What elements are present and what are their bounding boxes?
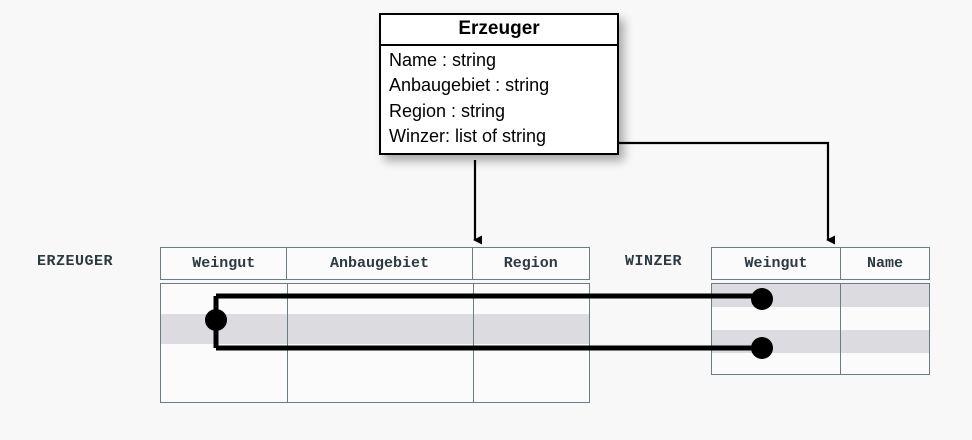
column-header-region: Region xyxy=(503,255,558,272)
column-header-weingut: Weingut xyxy=(712,248,841,279)
table-cell xyxy=(841,330,929,353)
table-header-erzeuger: Weingut Anbaugebiet Region xyxy=(160,247,590,280)
table-cell xyxy=(288,344,474,374)
table-row xyxy=(712,330,929,353)
table-row xyxy=(712,307,929,330)
table-cell xyxy=(712,284,841,307)
table-body-winzer xyxy=(711,283,930,375)
table-label-winzer: WINZER xyxy=(625,253,683,270)
table-cell xyxy=(841,284,929,307)
table-cell xyxy=(712,307,841,330)
table-cell xyxy=(712,330,841,353)
table-cell xyxy=(474,344,589,374)
table-cell xyxy=(288,314,474,344)
table-cell xyxy=(712,353,841,374)
uml-class-box-erzeuger: Erzeuger Name : string Anbaugebiet : str… xyxy=(379,13,619,156)
column-header-anbaugebiet: Anbaugebiet xyxy=(287,248,473,279)
table-cell xyxy=(474,374,589,402)
table-row xyxy=(712,284,929,307)
arrow-winzer xyxy=(612,141,835,245)
table-cell xyxy=(161,344,288,374)
table-header-winzer: Weingut Name xyxy=(711,247,930,280)
table-cell xyxy=(288,374,474,402)
table-cell xyxy=(161,284,288,314)
table-row xyxy=(161,344,589,374)
table-row xyxy=(161,374,589,402)
uml-attribute-list: Name : string Anbaugebiet : string Regio… xyxy=(381,46,617,153)
uml-attribute-anbaugebiet: Anbaugebiet : string xyxy=(389,75,550,96)
column-header-weingut: Weingut xyxy=(161,248,288,279)
uml-attribute-name: Name : string xyxy=(389,49,497,70)
table-cell xyxy=(288,284,474,314)
table-body-erzeuger xyxy=(160,283,590,403)
table-cell xyxy=(161,374,288,402)
table-cell xyxy=(841,353,929,374)
table-row xyxy=(161,284,589,314)
uml-attribute-region: Region : string xyxy=(389,100,506,121)
table-label-erzeuger: ERZEUGER xyxy=(37,253,114,270)
uml-attribute-winzer: Winzer: list of string xyxy=(389,126,547,147)
column-header-name: Name xyxy=(866,255,903,272)
uml-class-title: Erzeuger xyxy=(381,15,617,46)
table-cell xyxy=(161,314,288,344)
table-cell xyxy=(474,284,589,314)
table-cell xyxy=(841,307,929,330)
table-row xyxy=(161,314,589,344)
table-row xyxy=(712,353,929,374)
table-cell xyxy=(474,314,589,344)
